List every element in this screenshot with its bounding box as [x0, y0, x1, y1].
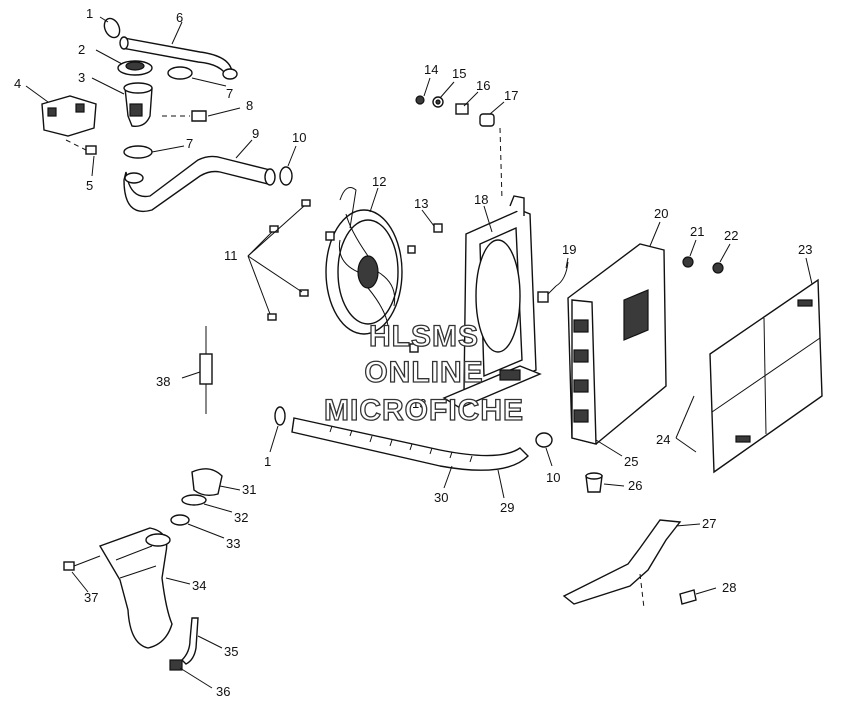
callout-3: 3: [78, 70, 85, 85]
part-10-clamp-lower: [535, 432, 553, 467]
callout-20: 20: [654, 206, 668, 221]
part-28-bolt: [639, 573, 717, 609]
part-37-screw: [63, 555, 101, 593]
part-35-overflow-tube: [181, 617, 223, 665]
callout-9: 9: [252, 126, 259, 141]
callout-17: 17: [504, 88, 518, 103]
callout-7-lower: 7: [186, 136, 193, 151]
watermark-line-1: HLSMS: [369, 320, 479, 353]
callout-32: 32: [234, 510, 248, 525]
watermark-line-2: ONLINE: [364, 356, 483, 389]
part-13-screw-upper: [407, 209, 443, 254]
callout-36: 36: [216, 684, 230, 699]
callout-27: 27: [702, 516, 716, 531]
part-24-fasteners: [675, 395, 697, 453]
part-31-bottle-cap: [191, 468, 241, 497]
callout-35: 35: [224, 644, 238, 659]
part-33-adapter: [170, 514, 225, 539]
part-11-screws: [247, 199, 311, 321]
callout-7-upper: 7: [226, 86, 233, 101]
part-26-cap: [585, 472, 625, 493]
callout-10-lower: 10: [546, 470, 560, 485]
part-34-coolant-bottle: [98, 527, 191, 649]
callout-33: 33: [226, 536, 240, 551]
callout-13-lower: 13: [412, 396, 426, 411]
part-6-upper-hose: [119, 21, 238, 80]
callout-1-lower: 1: [264, 454, 271, 469]
part-13-screw-lower: [409, 343, 419, 353]
part-3-thermostat-housing: [91, 77, 153, 127]
callout-6: 6: [176, 10, 183, 25]
callout-1-top: 1: [86, 6, 93, 21]
part-8-bolt: [162, 107, 241, 122]
callout-34: 34: [192, 578, 206, 593]
callout-14: 14: [424, 62, 438, 77]
part-12-fan: [325, 187, 403, 335]
callout-12: 12: [372, 174, 386, 189]
part-38-fitting: [181, 326, 213, 414]
part-7-clamp-upper: [167, 66, 227, 87]
callout-18: 18: [474, 192, 488, 207]
callout-31: 31: [242, 482, 256, 497]
part-10-clamp-upper-right: [279, 145, 297, 186]
callout-2: 2: [78, 42, 85, 57]
callout-29: 29: [500, 500, 514, 515]
part-23-screen: [709, 257, 823, 474]
watermark-line-3: MICROFICHE: [324, 394, 524, 427]
parts-21-22-nuts: [682, 239, 731, 274]
part-1-clamp-top: [99, 16, 121, 39]
part-30-hose: [291, 417, 529, 489]
callout-37: 37: [84, 590, 98, 605]
callout-13-upper: 13: [414, 196, 428, 211]
part-36-clamp: [169, 659, 213, 689]
callout-38: 38: [156, 374, 170, 389]
part-27-bracket: [562, 519, 701, 605]
callout-22: 22: [724, 228, 738, 243]
callout-26: 26: [628, 478, 642, 493]
parts-14-17-hardware: [415, 77, 505, 201]
callout-21: 21: [690, 224, 704, 239]
part-5-bolt: [65, 139, 97, 177]
part-19-sensor: [537, 257, 569, 303]
part-32-washer: [181, 494, 233, 513]
part-29-hose-bend: [497, 469, 505, 499]
part-25-drain: [595, 439, 623, 457]
callout-28: 28: [722, 580, 736, 595]
callout-11: 11: [224, 248, 238, 263]
part-2-thermostat: [95, 49, 153, 76]
part-20-radiator: [567, 221, 667, 445]
callout-24: 24: [656, 432, 670, 447]
callout-25: 25: [624, 454, 638, 469]
callout-23: 23: [798, 242, 812, 257]
callout-16: 16: [476, 78, 490, 93]
callout-numbers: 1 6 2 7 3 4 8 7 9 10 5 12 13 11 14 15 16…: [14, 6, 812, 699]
part-4-bracket: [25, 85, 97, 137]
callout-10-upper: 10: [292, 130, 306, 145]
callout-15: 15: [452, 66, 466, 81]
part-9-lower-hose: [123, 139, 276, 212]
callout-19: 19: [562, 242, 576, 257]
watermark: HLSMS ONLINE MICROFICHE: [323, 319, 524, 427]
callout-30: 30: [434, 490, 448, 505]
part-1-clamp-lower: [269, 406, 286, 453]
part-7-clamp-lower: [123, 145, 185, 159]
callout-5: 5: [86, 178, 93, 193]
callout-8: 8: [246, 98, 253, 113]
part-18-shroud: [442, 195, 542, 409]
callout-4: 4: [14, 76, 21, 91]
